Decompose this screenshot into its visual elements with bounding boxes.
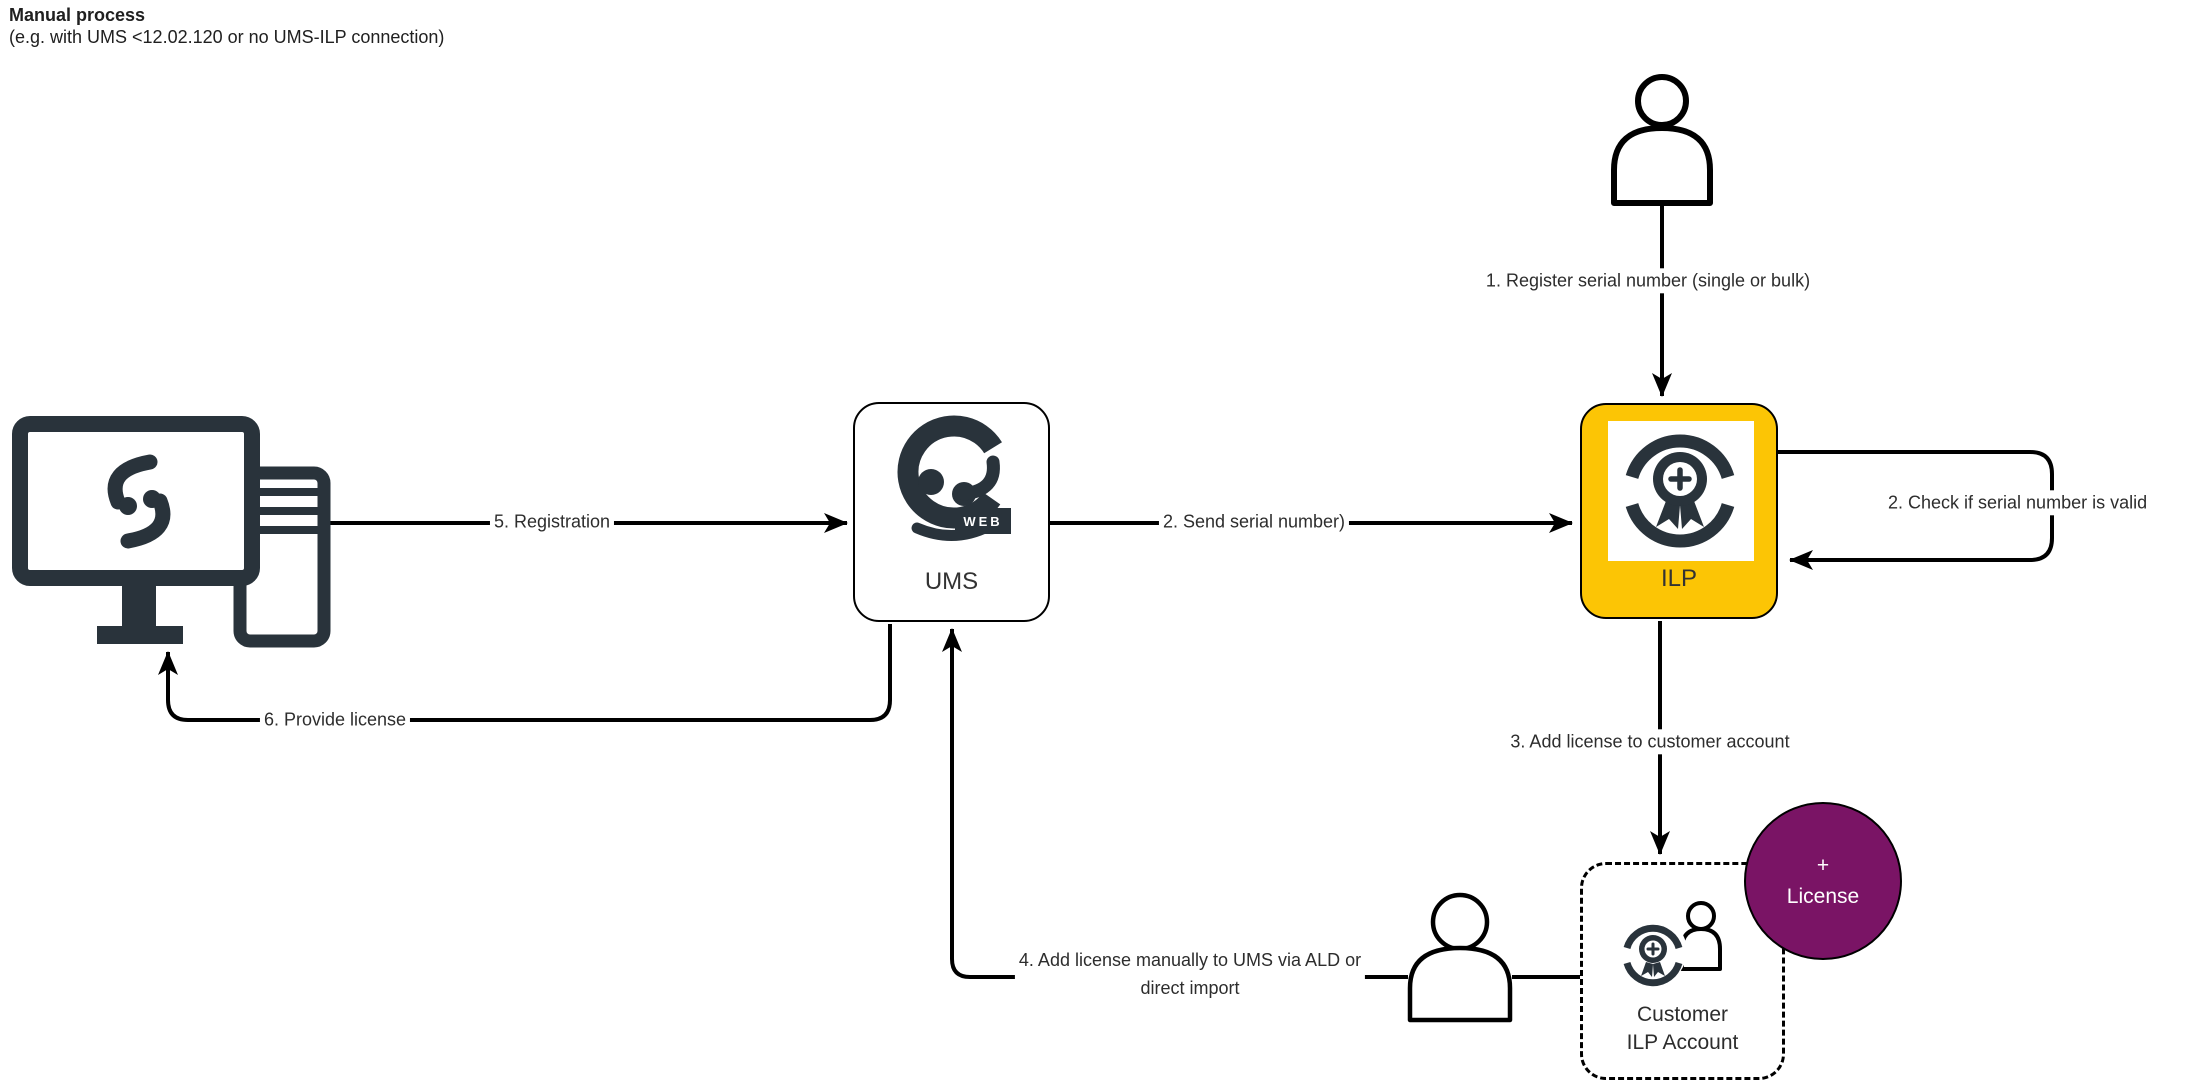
igel-logo-icon bbox=[107, 454, 171, 549]
web-badge: WEB bbox=[955, 508, 1011, 534]
person-icon-bottom bbox=[1407, 892, 1513, 1023]
edge-label-step3: 3. Add license to customer account bbox=[1506, 729, 1794, 755]
ilp-label: ILP bbox=[1660, 565, 1698, 592]
monitor-icon bbox=[12, 416, 260, 586]
node-customer-ilp-account: Customer ILP Account bbox=[1580, 862, 1785, 1080]
license-circle-plus: + bbox=[1816, 853, 1830, 877]
node-ilp: ILP bbox=[1580, 403, 1778, 619]
edge-label-step4-line2: direct import bbox=[1140, 978, 1240, 998]
person-icon-top bbox=[1611, 74, 1713, 206]
edge-label-step4: 4. Add license manually to UMS via ALD o… bbox=[1014, 946, 1366, 1004]
person-small-icon bbox=[1680, 901, 1722, 971]
edge-label-step5: 5. Registration bbox=[489, 509, 615, 535]
license-circle-text: License bbox=[1786, 885, 1860, 908]
ums-label: UMS bbox=[924, 568, 979, 595]
customer-account-label-line1: Customer bbox=[1636, 1003, 1729, 1026]
diagram-subtitle: (e.g. with UMS <12.02.120 or no UMS-ILP … bbox=[9, 27, 445, 47]
edge-label-step4-line1: 4. Add license manually to UMS via ALD o… bbox=[1018, 950, 1362, 971]
node-ums: WEB UMS bbox=[853, 402, 1050, 622]
edge-label-step2-send: 2. Send serial number) bbox=[1158, 509, 1350, 535]
customer-account-label-line2: ILP Account bbox=[1626, 1031, 1739, 1054]
ilp-icon-background bbox=[1608, 421, 1754, 561]
edge-label-step1: 1. Register serial number (single or bul… bbox=[1481, 268, 1815, 294]
arrow-step4-manual-add bbox=[942, 628, 1408, 979]
computer-icon bbox=[12, 416, 331, 648]
edge-label-step2-check: 2. Check if serial number is valid bbox=[1884, 490, 2152, 516]
arrow-step6-provide-license bbox=[158, 624, 892, 722]
ums-logo-icon bbox=[897, 415, 1011, 542]
edge-label-step6: 6. Provide license bbox=[259, 707, 411, 733]
license-circle: + License bbox=[1744, 802, 1902, 960]
ilp-badge-icon bbox=[1625, 434, 1735, 548]
ilp-badge-small-icon bbox=[1619, 917, 1687, 987]
customer-account-icon bbox=[1619, 901, 1722, 987]
diagram-title: Manual process bbox=[9, 5, 146, 25]
